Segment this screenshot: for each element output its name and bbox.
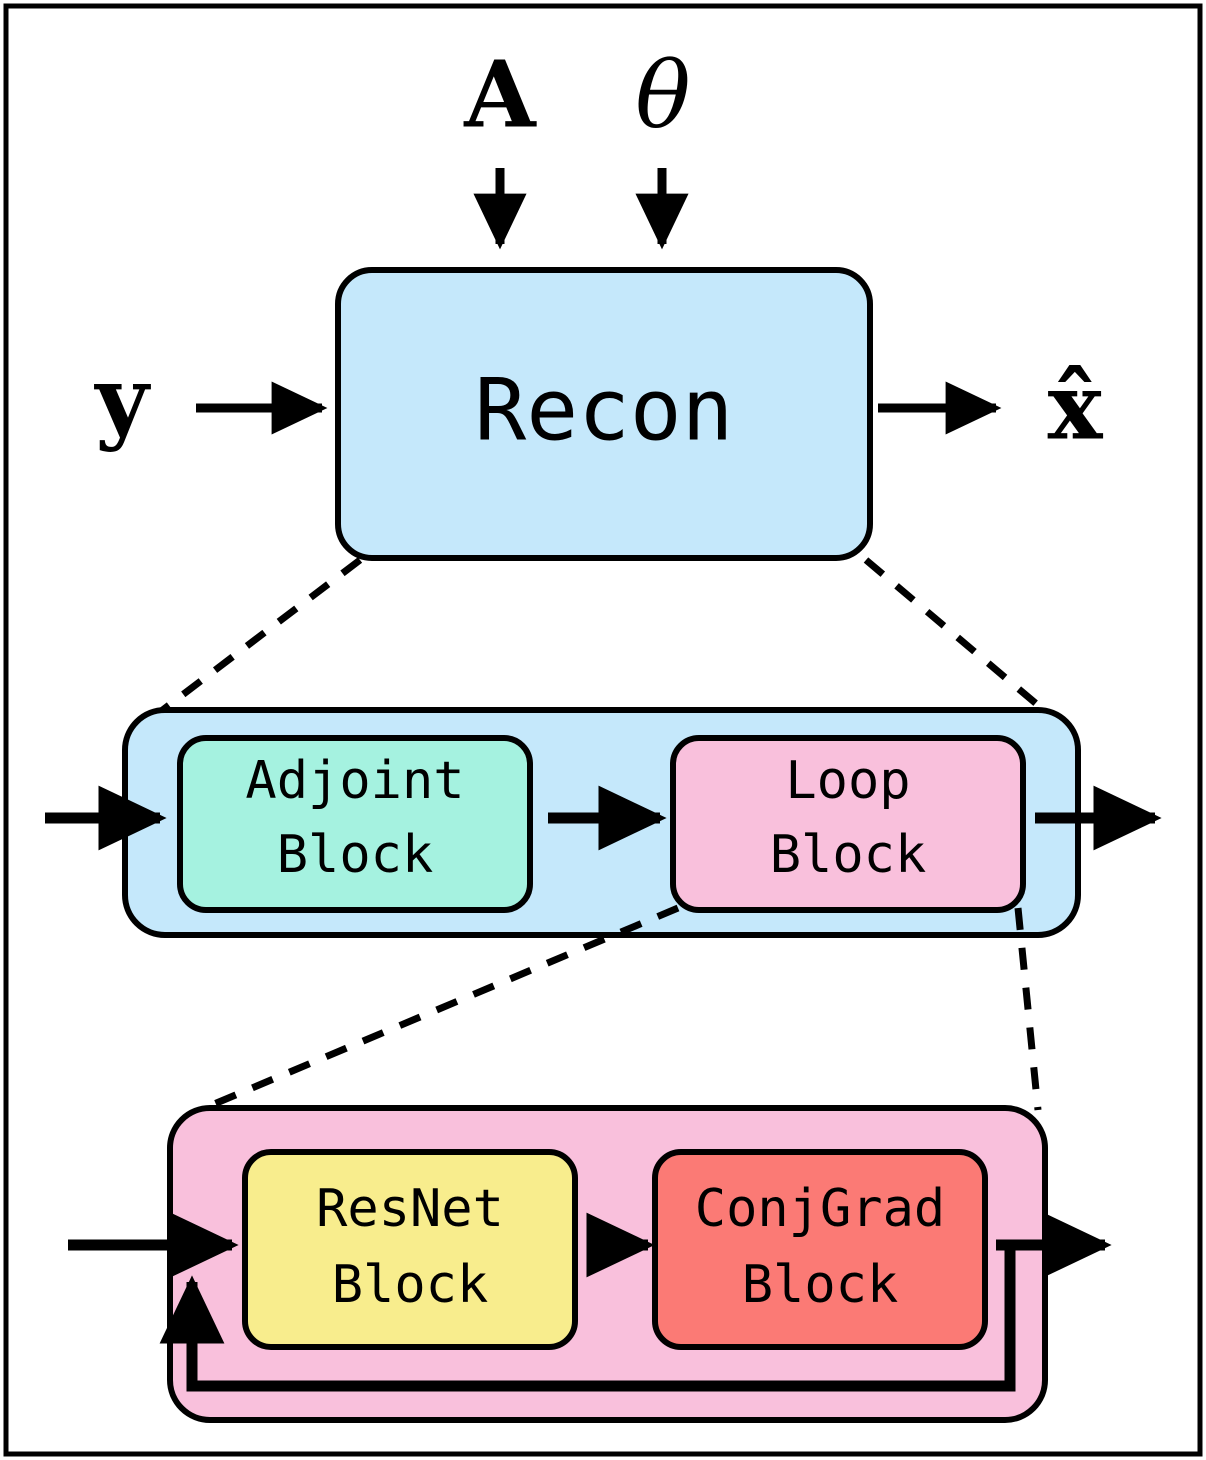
loop-block[interactable]: [670, 735, 1026, 913]
resnet-block-label-line1: ResNet: [316, 1179, 504, 1239]
loop-block-label-line2: Block: [770, 825, 927, 885]
conjgrad-block-label-line1: ConjGrad: [695, 1179, 945, 1239]
level3-group: ResNet Block ConjGrad Block: [68, 1105, 1112, 1423]
dashed-line-left-l2-l3: [198, 904, 680, 1114]
resnet-block-label-line2: Block: [332, 1255, 489, 1315]
input-label-theta: θ: [635, 42, 690, 149]
recon-block[interactable]: [335, 267, 873, 561]
adjoint-block[interactable]: [177, 735, 533, 913]
dashed-line-right-l1-l2: [863, 557, 1049, 715]
level2-group: Adjoint Block Loop Block: [45, 707, 1162, 938]
loop-block-label-line1: Loop: [785, 751, 910, 811]
dashed-line-left-l1-l2: [157, 557, 363, 715]
resnet-block[interactable]: [242, 1149, 578, 1350]
output-label-xhat: x̂: [1048, 353, 1104, 461]
feedback-loop-path: [159, 1248, 1016, 1392]
zoom-connectors-level1-level2: [157, 557, 1049, 715]
recon-block-label: Recon: [475, 360, 734, 460]
zoom-connectors-level2-level3: [198, 904, 1042, 1114]
adjoint-block-label-line1: Adjoint: [245, 751, 464, 811]
conjgrad-block-label-line2: Block: [742, 1255, 899, 1315]
input-label-y: y: [93, 346, 151, 454]
outer-frame: [3, 3, 1203, 1457]
dashed-line-right-l2-l3: [1014, 907, 1042, 1111]
input-label-A: A: [463, 41, 537, 149]
adjoint-block-label-line2: Block: [277, 825, 434, 885]
conjgrad-block[interactable]: [652, 1149, 988, 1350]
level1-group: A θ y Recon x̂: [93, 41, 1104, 561]
